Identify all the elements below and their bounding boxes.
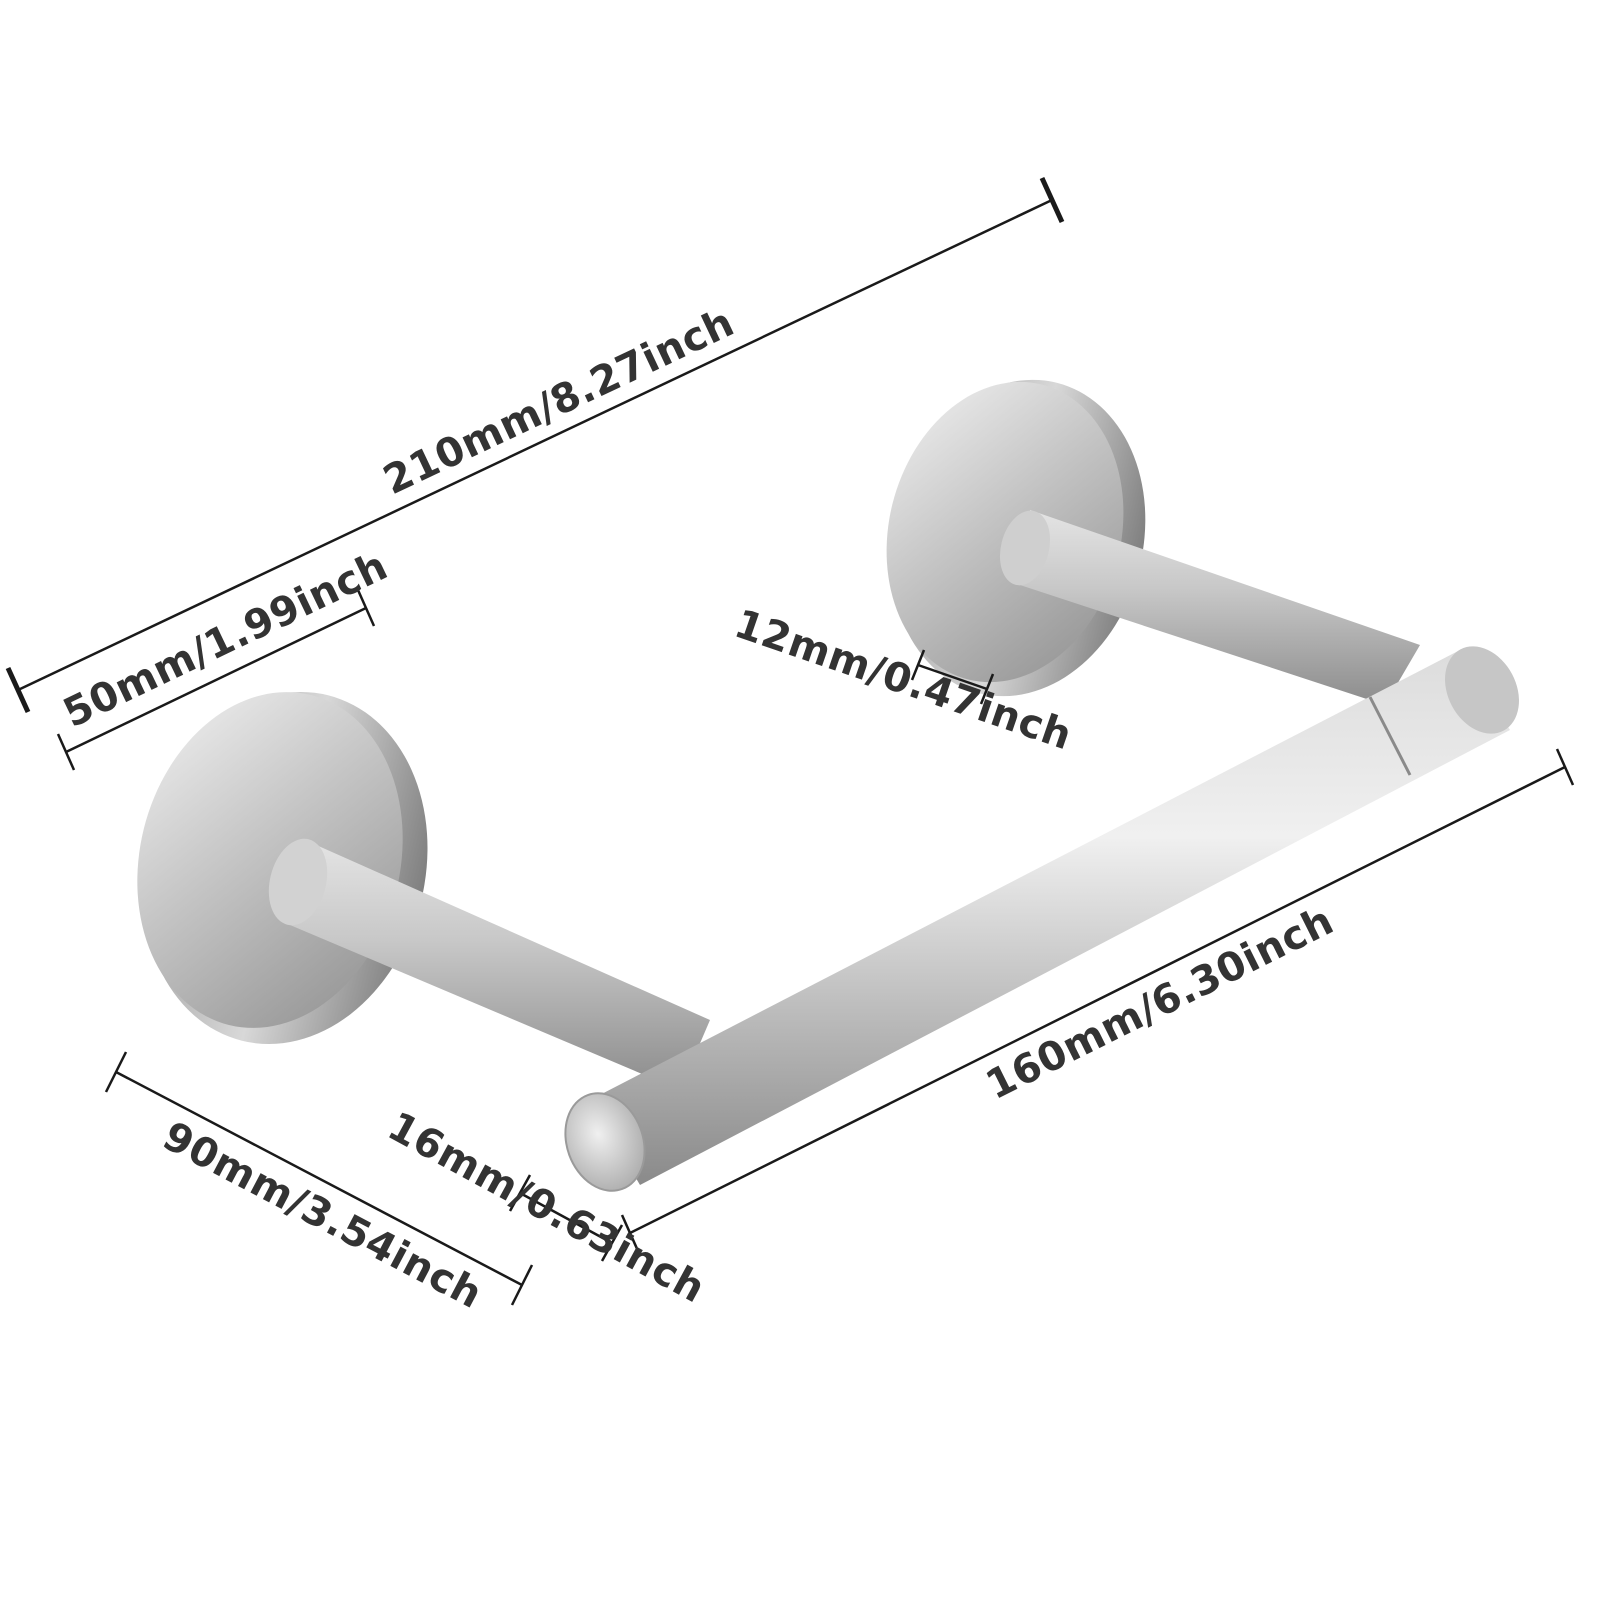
bar-diameter-tick-right xyxy=(600,1224,624,1262)
bar-length-tick-right xyxy=(1555,748,1575,786)
bar-diameter-tick-left xyxy=(508,1174,532,1212)
arm-diameter-line xyxy=(917,663,988,691)
arm-diameter-tick-right xyxy=(979,673,995,705)
plate-diameter-line xyxy=(65,606,367,754)
total-width-line xyxy=(17,198,1053,692)
total-width-tick-right xyxy=(1039,176,1065,224)
depth-line xyxy=(115,1070,523,1287)
left-support-arm xyxy=(268,838,710,1090)
bar-length-tick-left xyxy=(620,1214,640,1252)
roll-bar xyxy=(564,646,1519,1192)
bar-length-line xyxy=(629,765,1566,1235)
total-width-label: 210mm/8.27inch xyxy=(377,299,742,504)
depth-tick-left xyxy=(104,1051,128,1093)
depth-tick-right xyxy=(510,1264,534,1306)
plate-diameter-tick-left xyxy=(56,733,76,771)
roll-bar-end-cap xyxy=(564,1092,646,1192)
arm-diameter-tick-left xyxy=(910,649,926,681)
bar-diameter-line xyxy=(519,1191,613,1245)
dimension-lines xyxy=(5,176,1575,1306)
total-width-tick-left xyxy=(5,666,31,714)
plate-diameter-tick-right xyxy=(356,589,376,627)
toilet-paper-holder xyxy=(137,379,1519,1192)
right-support-arm xyxy=(999,510,1420,705)
